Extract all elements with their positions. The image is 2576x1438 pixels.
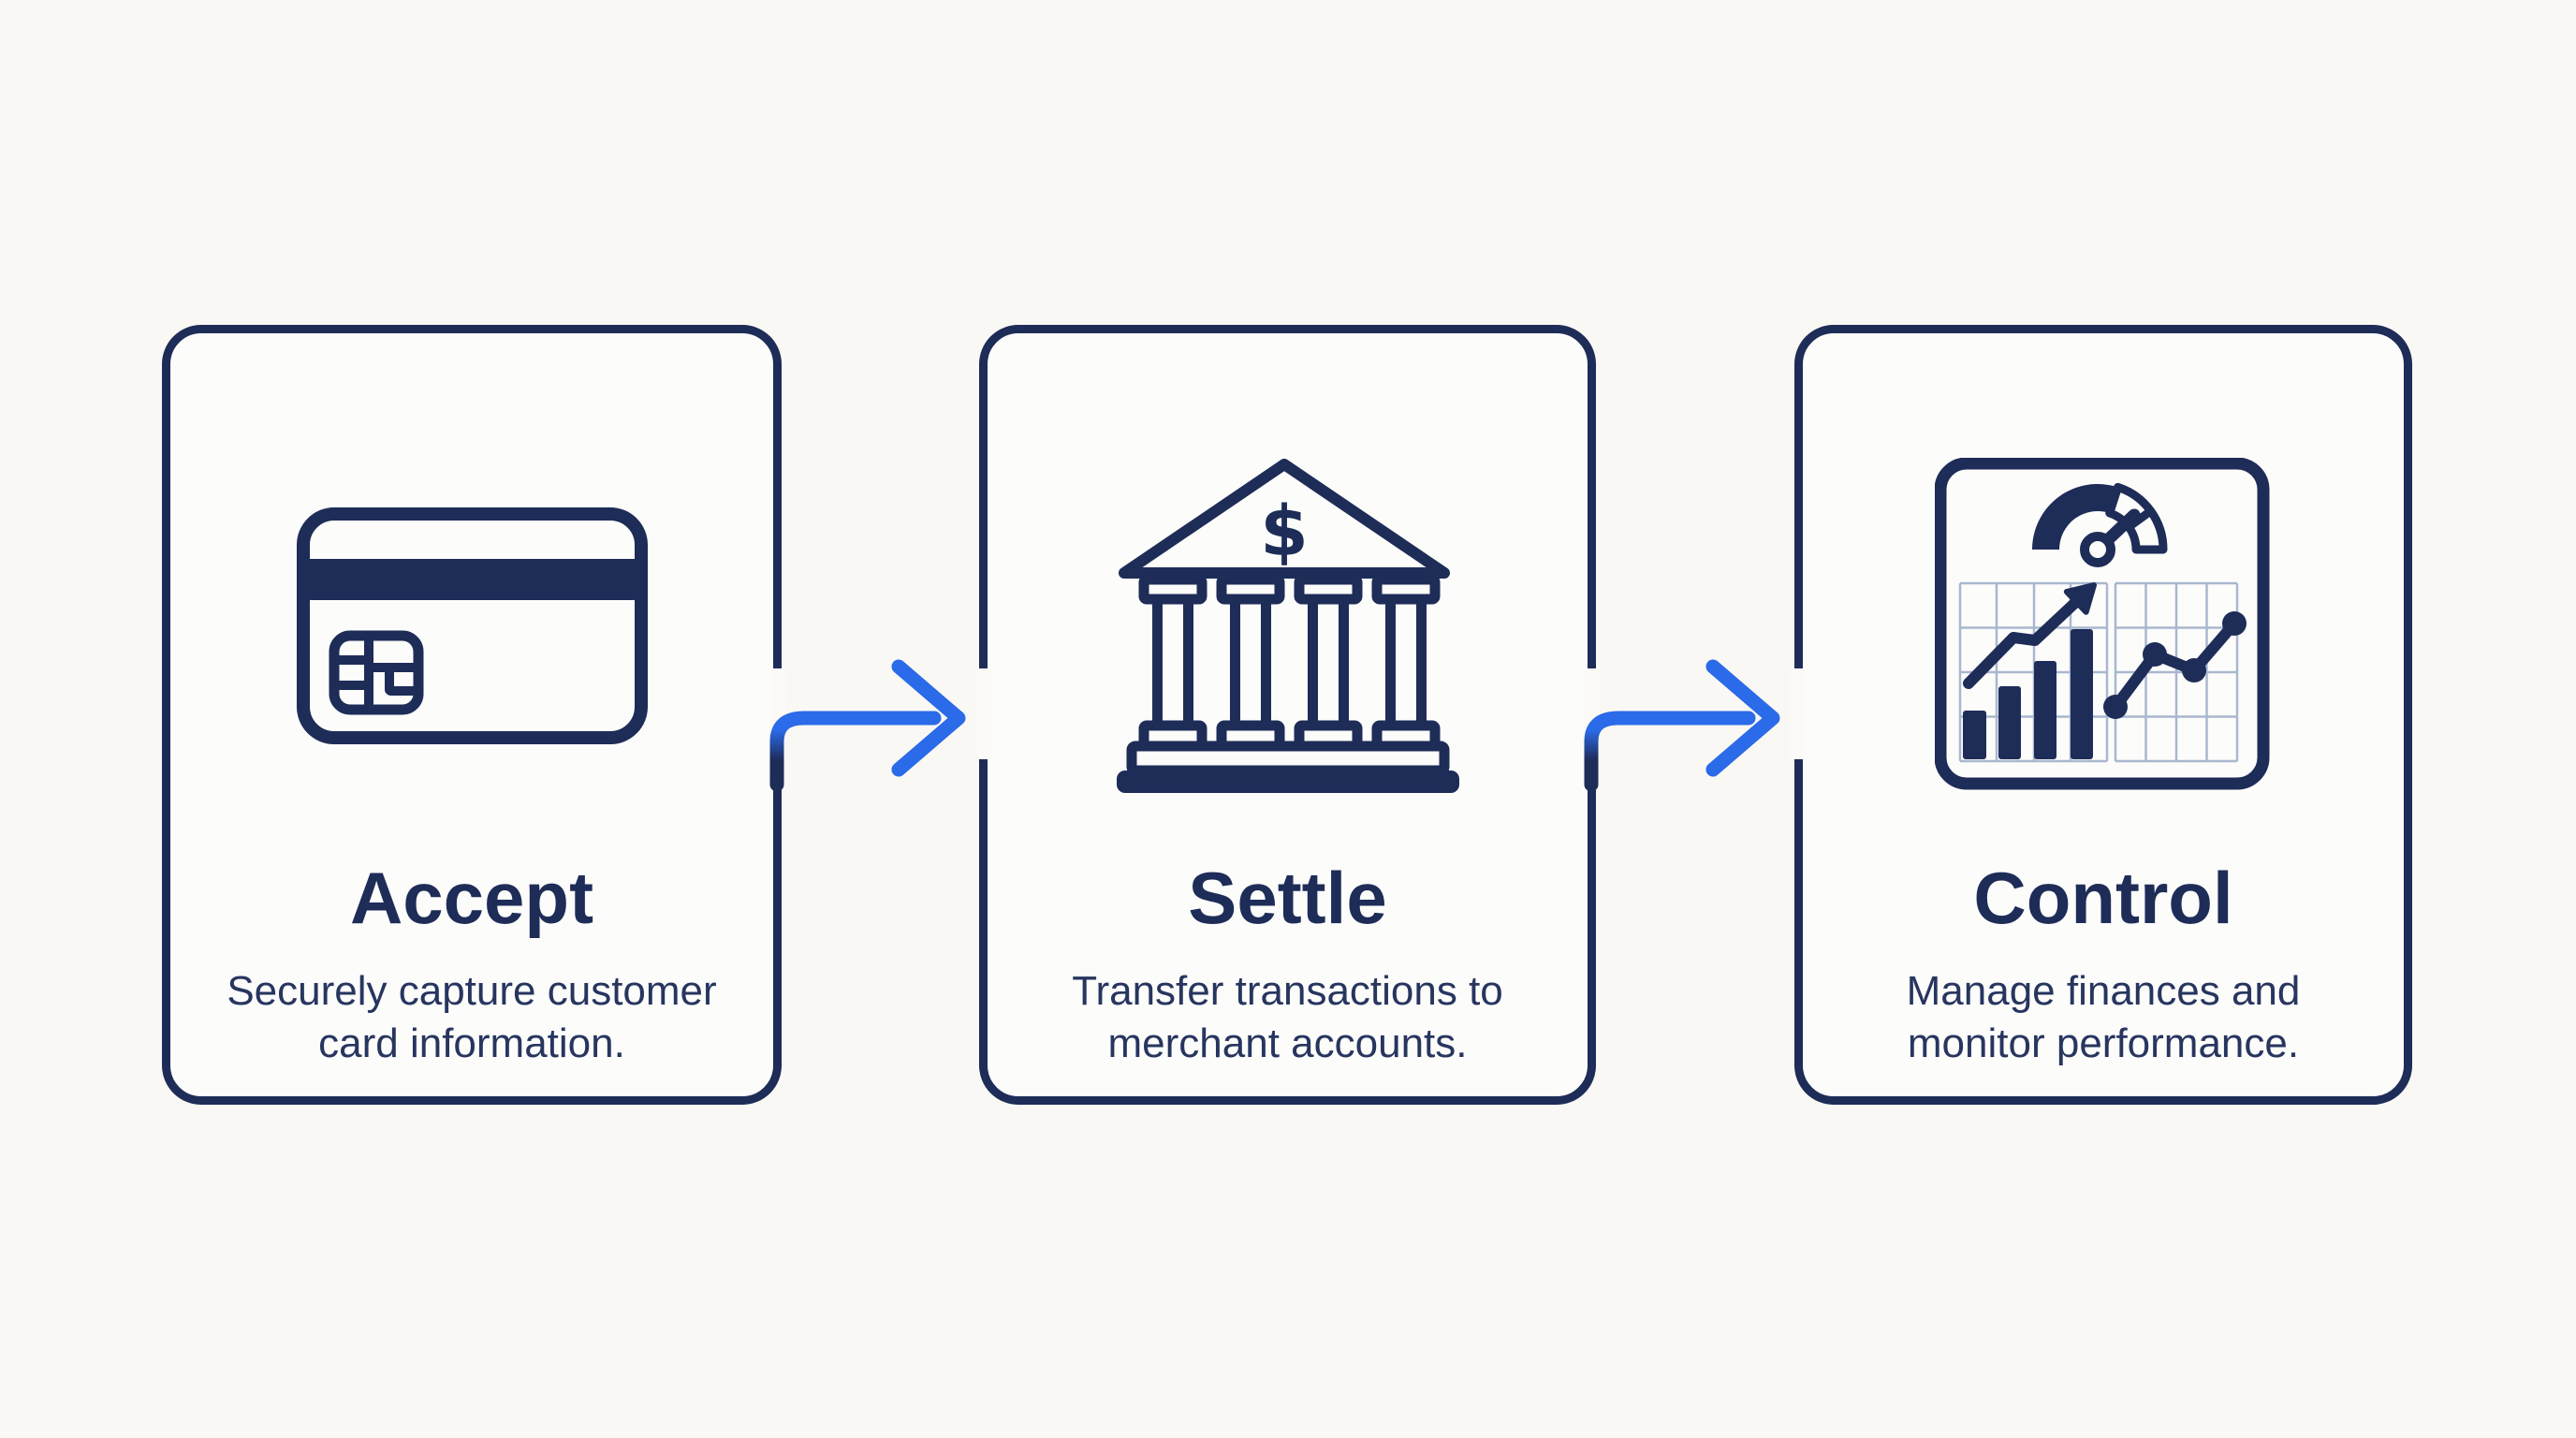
- arrow-right-icon: [769, 659, 966, 792]
- step-title: Control: [1973, 857, 2233, 939]
- step-card-control: Control Manage finances and monitor perf…: [1794, 325, 2412, 1105]
- step-icon-box: $: [988, 455, 1588, 797]
- line-chart-icon: [2103, 581, 2247, 762]
- arrow-right-icon: [1584, 659, 1780, 792]
- step-card-accept: Accept Securely capture customer card in…: [162, 325, 782, 1105]
- step-icon-box: [1803, 455, 2404, 797]
- credit-card-icon: [296, 507, 648, 744]
- step-description: Securely capture customer card informati…: [227, 967, 717, 1066]
- step-description: Manage finances and monitor performance.: [1906, 967, 2301, 1066]
- emv-chip-icon: [329, 630, 423, 715]
- bar-chart-icon: [1958, 581, 2109, 762]
- border-gap: [975, 668, 991, 759]
- step-card-settle: $: [979, 325, 1596, 1105]
- analytics-dashboard-icon: [1935, 457, 2270, 789]
- step-icon-box: [170, 455, 773, 797]
- gauge-icon: [2032, 482, 2168, 567]
- step-title: Settle: [1188, 857, 1387, 939]
- dollar-sign-icon: $: [1260, 492, 1309, 572]
- step-title: Accept: [349, 857, 594, 939]
- step-description: Transfer transactions to merchant accoun…: [1072, 967, 1503, 1066]
- bank-icon: $: [1116, 458, 1459, 793]
- border-gap: [1791, 668, 1807, 759]
